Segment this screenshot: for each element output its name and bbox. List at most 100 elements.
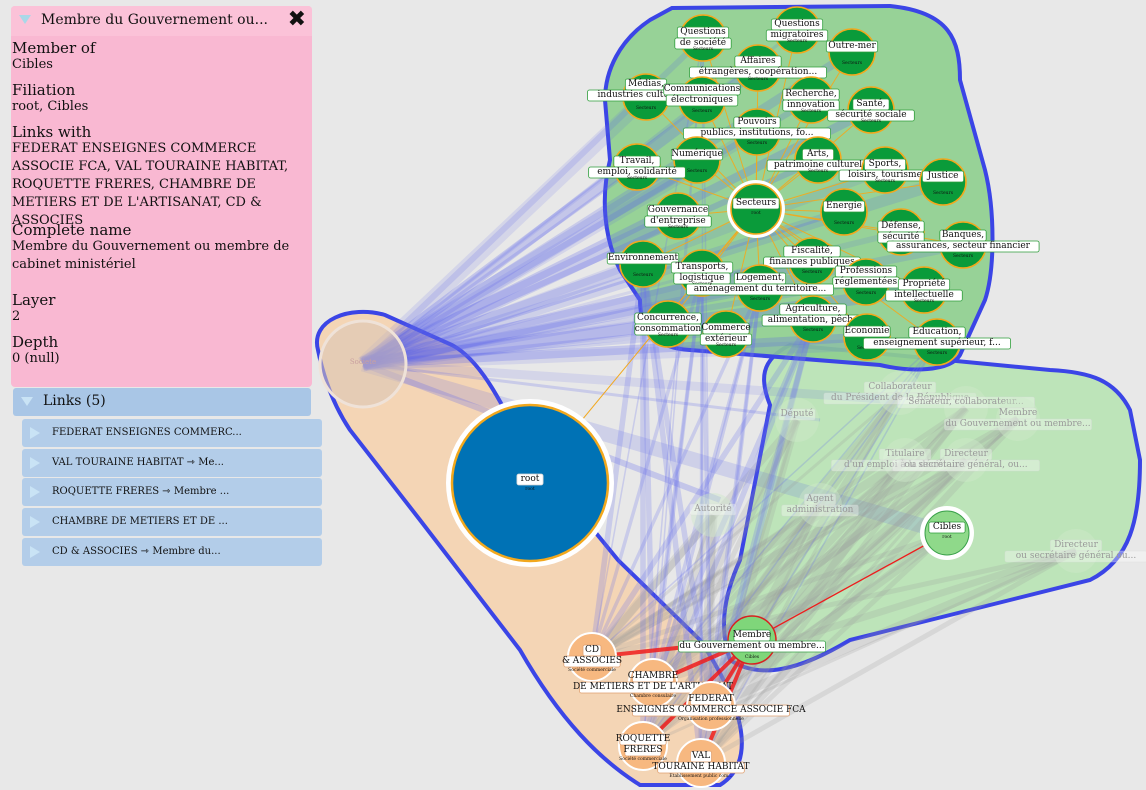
link-item[interactable]: ROQUETTE FRERES ⇾ Membre ... <box>22 478 322 506</box>
background-edge <box>651 272 704 684</box>
label-text: ou secrétaire général ou... <box>1016 550 1137 561</box>
label-text: Membre <box>999 408 1037 418</box>
node-sublabel: Etablissement public com... <box>669 773 733 779</box>
links-panel-header[interactable]: Links (5) <box>13 388 311 416</box>
node-circle <box>996 397 1040 441</box>
expand-arrow-icon[interactable] <box>30 427 40 439</box>
collapse-triangle-icon[interactable] <box>21 397 33 406</box>
label-text: & ASSOCIES <box>562 656 622 666</box>
label-text: CHAMBRE <box>628 671 678 681</box>
info-panel-header[interactable]: Membre du Gouvernement ou... ✖ <box>11 6 312 36</box>
label-text: sécurité <box>883 231 920 242</box>
faded-node-collaborateur-senat[interactable]: Sénateur, collaborateur... <box>897 386 1035 430</box>
label-text: Santé, <box>856 98 885 109</box>
node-label: Banques,assurances, secteur financier <box>886 229 1040 253</box>
sector-node-education[interactable]: Education,enseignement supérieur, f...Se… <box>863 318 1011 366</box>
background-edge <box>589 417 800 660</box>
background-edge <box>362 359 901 405</box>
label-text: root <box>521 474 540 484</box>
node-sublabel: Secteurs <box>636 105 657 111</box>
link-item[interactable]: VAL TOURAINE HABITAT ⇾ Me... <box>22 449 322 477</box>
label-text: finances publiques <box>769 257 855 267</box>
link-item[interactable]: CD & ASSOCIES ⇾ Membre du... <box>22 538 322 566</box>
label-text: Environnement <box>608 253 679 263</box>
node-circle <box>798 483 842 527</box>
label-text: Recherche, <box>785 89 837 99</box>
sector-node-logement[interactable]: Logement,aménagement du territoire...Sec… <box>686 264 834 312</box>
node-sublabel: Secteurs <box>914 298 935 304</box>
member-of-label: Member of <box>12 39 96 57</box>
faded-node-deput[interactable]: Député <box>775 398 819 442</box>
expand-arrow-icon[interactable] <box>30 486 40 498</box>
label-text: aménagement du territoire... <box>694 283 827 294</box>
label-text: Autorité <box>693 503 731 514</box>
faded-node-autorite[interactable]: Autorité <box>689 493 737 537</box>
hierarchy-edge <box>751 532 948 641</box>
label-text: FRERES <box>623 745 662 755</box>
sector-node-economie[interactable]: EconomieSecteurs <box>843 313 891 361</box>
label-text: Propriété <box>903 278 946 289</box>
node-sublabel: Secteurs <box>861 118 882 124</box>
node-sublabel: Secteurs <box>658 332 679 338</box>
label-background <box>827 109 915 122</box>
label-text: intellectuelle <box>894 290 954 300</box>
collapse-triangle-icon[interactable] <box>19 15 31 24</box>
background-edge <box>642 341 938 747</box>
background-edge <box>640 263 704 764</box>
expand-arrow-icon[interactable] <box>30 457 40 469</box>
link-item[interactable]: FEDERAT ENSEIGNES COMMERC... <box>22 419 322 447</box>
link-item[interactable]: CHAMBRE DE METIERS ET DE ... <box>22 508 322 536</box>
expand-arrow-icon[interactable] <box>30 546 40 558</box>
sector-node-banques[interactable]: Banques,assurances, secteur financierSec… <box>886 221 1040 269</box>
label-text: du Gouvernement ou membre... <box>679 641 824 651</box>
complete-name-value: Membre du Gouvernement ou membre de cabi… <box>12 239 290 272</box>
faded-node-societe[interactable]: Societe <box>318 319 408 409</box>
expand-arrow-icon[interactable] <box>30 516 40 528</box>
close-icon[interactable]: ✖ <box>287 7 306 32</box>
label-text: migratoires <box>770 30 823 40</box>
node-sublabel: Secteurs <box>750 296 771 302</box>
label-background <box>921 170 965 183</box>
background-edge <box>700 341 938 764</box>
label-background <box>588 166 686 179</box>
